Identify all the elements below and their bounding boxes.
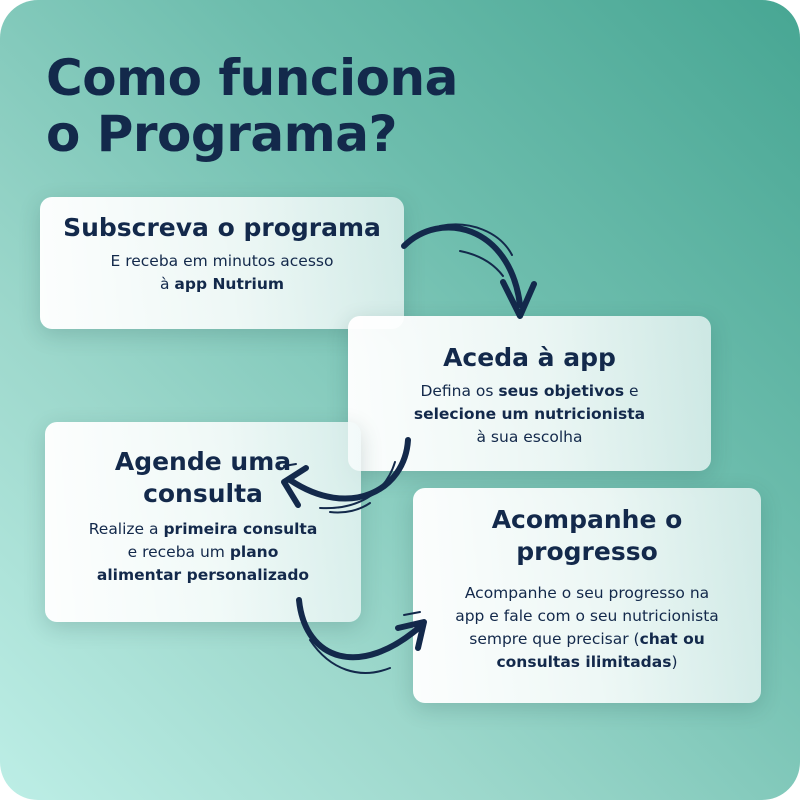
step-description: Defina os seus objetivos e selecione um n… [348, 380, 711, 449]
emphasis-text: primeira consulta [163, 520, 318, 538]
emphasis-text: plano [229, 543, 279, 561]
text-segment: à sua escolha [476, 428, 583, 446]
title-line-1: Como funciona [46, 49, 458, 107]
text-segment: E receba em minutos acesso [110, 252, 334, 270]
step-card-subscribe: Subscreva o programa E receba em minutos… [40, 197, 404, 329]
step-heading: Acompanhe o progresso [413, 504, 761, 568]
step-heading: Aceda à app [443, 343, 616, 372]
emphasis-text: app Nutrium [174, 275, 285, 293]
emphasis-text: alimentar personalizado [96, 566, 310, 584]
text-segment: e receba um [127, 543, 230, 561]
step-heading: Agende uma consulta [45, 446, 361, 510]
text-segment: sempre que precisar ( [469, 630, 640, 648]
step-heading: Subscreva o programa [63, 213, 381, 242]
emphasis-text: selecione um nutricionista [413, 405, 646, 423]
heading-line: progresso [516, 537, 658, 566]
text-segment: Acompanhe o seu progresso na [464, 584, 710, 602]
curved-arrow-icon [401, 223, 537, 319]
step-card-access-app: Aceda à app Defina os seus objetivos e se… [348, 316, 711, 471]
text-segment: app e fale com o seu nutricionista [455, 607, 719, 625]
heading-line: Agende uma [114, 447, 292, 476]
emphasis-text: consultas ilimitadas [496, 653, 672, 671]
text-segment: Realize a [88, 520, 164, 538]
text-segment: e [624, 382, 639, 400]
step-card-progress: Acompanhe o progresso Acompanhe o seu pro… [413, 488, 761, 703]
step-description: Realize a primeira consulta e receba um p… [45, 518, 361, 587]
text-segment: ) [671, 653, 678, 671]
heading-line: Acompanhe o [491, 505, 683, 534]
emphasis-text: chat ou [639, 630, 705, 648]
step-card-schedule: Agende uma consulta Realize a primeira co… [45, 422, 361, 622]
emphasis-text: seus objetivos [498, 382, 625, 400]
heading-line: consulta [143, 479, 263, 508]
text-segment: à [159, 275, 175, 293]
title-line-2: o Programa? [46, 105, 397, 163]
text-segment: Defina os [420, 382, 499, 400]
step-description: E receba em minutos acesso à app Nutrium [40, 250, 404, 296]
step-description: Acompanhe o seu progresso na app e fale c… [413, 582, 761, 674]
